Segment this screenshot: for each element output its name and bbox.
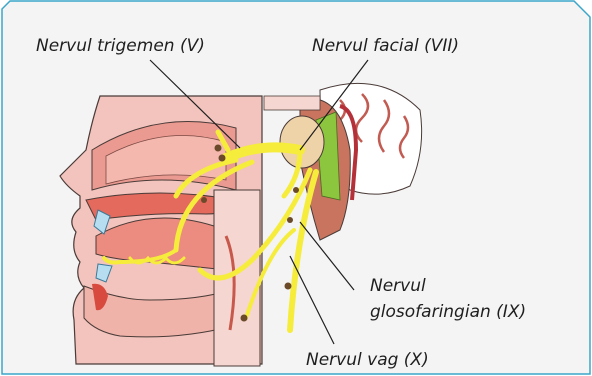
- label-glossopharyngeal-line1: Nervul: [370, 276, 426, 296]
- label-glossopharyngeal-line2: glosofaringian (IX): [370, 302, 526, 322]
- skull-base-top: [264, 96, 320, 110]
- label-vagus-nerve: Nervul vag (X): [306, 350, 429, 370]
- label-facial-nerve: Nervul facial (VII): [312, 36, 459, 56]
- label-trigeminal-nerve: Nervul trigemen (V): [36, 36, 205, 56]
- ear-region: [280, 116, 324, 168]
